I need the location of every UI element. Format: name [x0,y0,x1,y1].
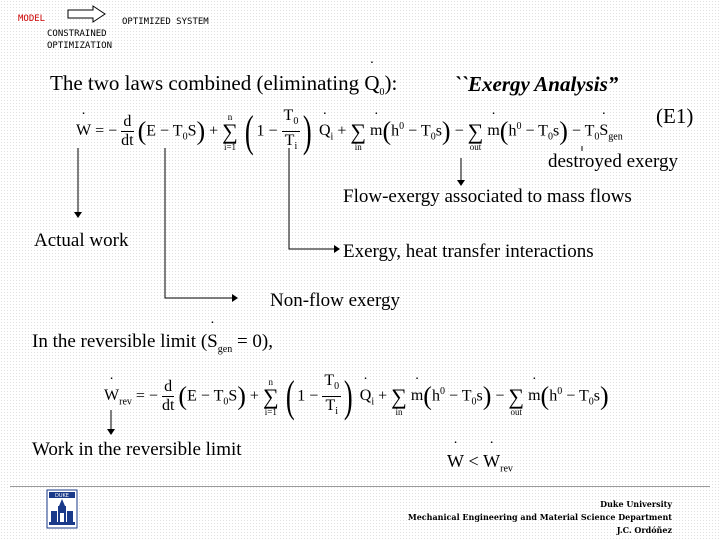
reversible-limit-close: ), [261,331,273,352]
q0-symbol: Q [364,59,379,96]
reversible-limit-line: In the reversible limit (Sgen = 0), [32,319,273,355]
constrained-label: CONSTRAINED [47,29,107,39]
footer-divider [10,486,710,487]
flow-exergy-label: Flow-exergy associated to mass flows [343,186,632,207]
department-name: Mechanical Engineering and Material Scie… [407,512,672,522]
q0-subscript: 0 [379,87,385,99]
exergy-analysis-title: ``Exergy Analysis” [454,72,619,96]
intro-close: ): [384,71,398,95]
actual-work-label: Actual work [34,230,129,251]
heat-transfer-exergy-label: Exergy, heat transfer interactions [343,241,594,262]
destroyed-exergy-label: destroyed exergy [548,151,678,172]
right-arrow-icon [67,5,106,23]
university-name: Duke University [600,499,672,509]
footer-block: Duke University Mechanical Engineering a… [408,498,672,537]
reversible-limit-text: In the reversible limit ( [32,331,208,352]
intro-text: The two laws combined (eliminating [50,71,360,95]
work-inequality: W < Wrev [447,439,513,475]
svg-text:DUKE: DUKE [55,493,69,499]
intro-line: The two laws combined (eliminating Q0): [50,59,398,99]
equation-label-e1: (E1) [656,104,694,128]
model-label: MODEL [18,14,46,24]
duke-chapel-logo-icon: DUKE [46,489,78,529]
optimized-system-label: OPTIMIZED SYSTEM [122,17,209,27]
reversible-work-equation: Wrev = − ddt (E − T0S) + n∑i=1 (1 − T0Ti… [104,372,609,421]
author-name: J.C. Ordóñez [616,525,672,535]
non-flow-exergy-label: Non-flow exergy [270,290,400,311]
optimization-label: OPTIMIZATION [47,41,113,51]
work-reversible-label: Work in the reversible limit [32,439,242,460]
